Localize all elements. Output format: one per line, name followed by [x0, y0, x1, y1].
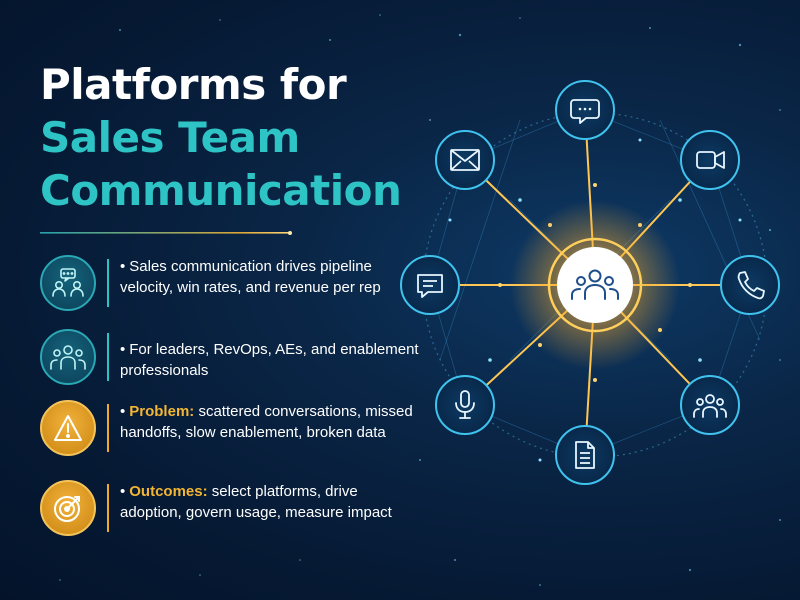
- team-icon: [571, 269, 619, 300]
- item-text: •Problem: scattered conversations, misse…: [120, 403, 413, 441]
- email-icon: [435, 130, 495, 190]
- document-icon: [555, 425, 615, 485]
- item-separator: [107, 404, 109, 452]
- item-separator: [107, 484, 109, 532]
- list-item-sales-communication: •Sales communication drives pipeline vel…: [40, 253, 410, 315]
- list-item-problem: •Problem: scattered conversations, misse…: [40, 398, 413, 460]
- page-title: Platforms for Sales Team Communication: [40, 58, 402, 217]
- network-blue-dots: [448, 138, 742, 462]
- list-item-outcomes: •Outcomes: select platforms, drive adopt…: [40, 478, 410, 540]
- phone-icon: [720, 255, 780, 315]
- title-divider: [40, 231, 292, 235]
- title-line-3: Communication: [40, 166, 402, 215]
- microphone-icon: [435, 375, 495, 435]
- team-chat-icon: [40, 255, 96, 311]
- communication-network-diagram: [400, 80, 780, 485]
- warning-icon: [40, 400, 96, 456]
- message-icon: [400, 255, 460, 315]
- people-icon: [680, 375, 740, 435]
- center-ring: [547, 237, 643, 333]
- item-separator: [107, 333, 109, 381]
- target-icon: [40, 480, 96, 536]
- item-text: •Sales communication drives pipeline vel…: [120, 258, 381, 296]
- item-separator: [107, 259, 109, 307]
- item-text: •For leaders, RevOps, AEs, and enablemen…: [120, 341, 419, 379]
- list-item-audience: •For leaders, RevOps, AEs, and enablemen…: [40, 327, 419, 389]
- title-line-2: Sales Team: [40, 113, 300, 162]
- chat-bubble-icon: [555, 80, 615, 140]
- title-line-1: Platforms for: [40, 60, 347, 109]
- people-group-icon: [40, 329, 96, 385]
- item-text: •Outcomes: select platforms, drive adopt…: [120, 483, 392, 521]
- video-camera-icon: [680, 130, 740, 190]
